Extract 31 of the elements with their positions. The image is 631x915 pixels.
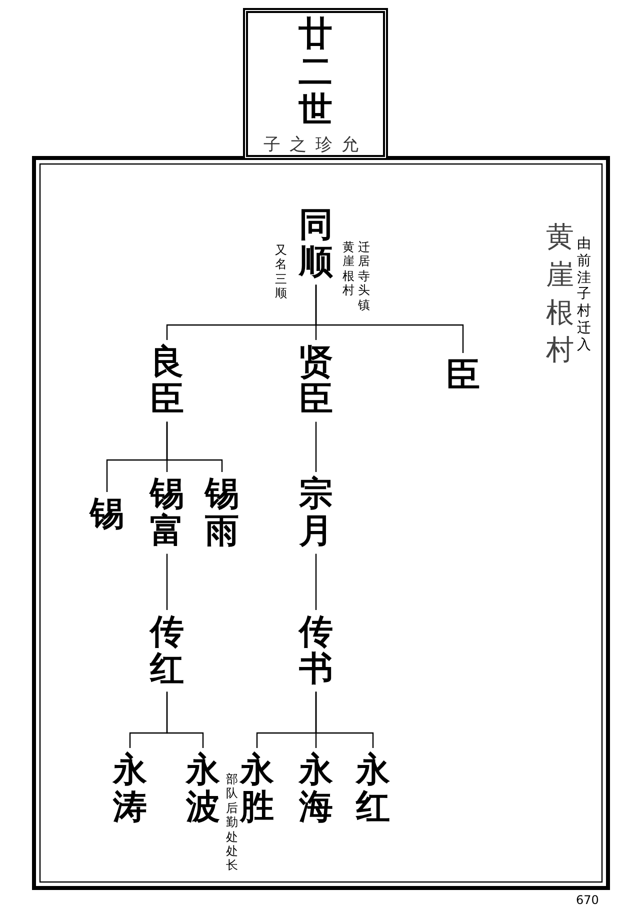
name-text: 贤臣 [299,344,333,419]
name-text: 永涛 [113,752,147,827]
name-text: 永海 [299,752,333,827]
page-number: 670 [576,893,599,907]
name-text: 锡富 [150,476,184,551]
name-text: 良臣 [150,344,184,419]
connector-line [166,554,168,610]
name-text: 永红 [356,752,390,827]
connector-line [315,422,317,472]
lineage-note: 子之珍允 [264,134,368,156]
connector-line [166,422,223,472]
name-text: 宗月 [299,476,333,551]
name-text: 永胜 [240,752,274,827]
name-text: 同顺 [299,207,333,282]
header-box [243,8,388,160]
name-text: 传红 [150,614,184,689]
name-text: 锡 [90,496,124,534]
name-text: 锡雨 [205,476,239,551]
generation-title: 廿二世 [298,15,332,130]
connector-line [166,692,204,748]
annotation-text: 部队后勤处处长 [226,772,238,873]
name-text: 传书 [299,614,333,689]
connector-line [315,554,317,610]
place-name: 黄崖根村 [546,219,574,368]
name-text: 永波 [186,752,220,827]
annotation-text: 迁居寺头镇黄崖根村 [342,240,370,312]
annotation-text: 又名三顺 [275,243,287,301]
connector-line [315,284,464,353]
migration-note: 由前洼子村迁入 [577,236,591,354]
name-text: 臣 [446,357,480,394]
connector-line [315,692,374,748]
